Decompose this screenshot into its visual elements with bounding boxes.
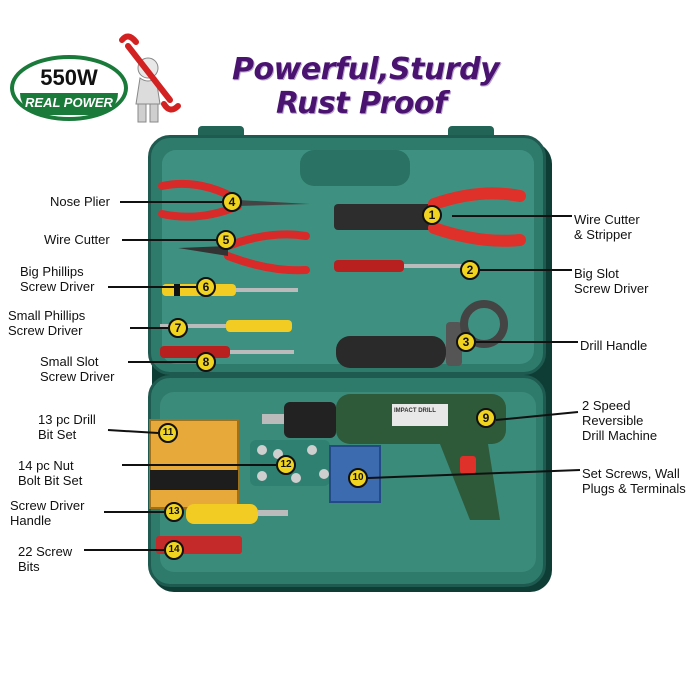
headline-powerful-sturdy: Powerful,Sturdy <box>232 52 500 87</box>
wire-stripper-tool <box>334 187 526 247</box>
callout-marker-10: 10 <box>348 468 368 488</box>
badge-wattage: 550W <box>40 65 98 90</box>
callout-marker-12: 12 <box>276 455 296 475</box>
impact-drill-tool <box>262 394 506 520</box>
callout-marker-8: 8 <box>196 352 216 372</box>
power-badge: 550W REAL POWER <box>10 55 128 121</box>
label-line: Screw Driver <box>8 323 83 338</box>
callout-marker-2: 2 <box>460 260 480 280</box>
label-drill-bit-set: 13 pc Drill Bit Set <box>38 412 96 442</box>
label-nose-plier: Nose Plier <box>50 194 110 209</box>
label-line: Screw Driver <box>40 369 115 384</box>
label-line: & Stripper <box>574 227 632 242</box>
label-line: 2 Speed <box>582 398 631 413</box>
label-line: Handle <box>10 513 52 528</box>
label-line: Bit Set <box>38 427 77 442</box>
label-line: Set Screws, Wall <box>582 466 680 481</box>
label-line: 14 pc Nut <box>18 458 74 473</box>
callout-marker-14: 14 <box>164 540 184 560</box>
label-line: Wire Cutter <box>574 212 640 227</box>
badge-band <box>20 93 118 115</box>
label-wire-stripper: Wire Cutter & Stripper <box>574 212 640 242</box>
label-screwdriver-handle: Screw Driver Handle <box>10 498 84 528</box>
label-line: Big Slot <box>574 266 619 281</box>
label-line: Small Slot <box>40 354 99 369</box>
label-nut-bolt-bits: 14 pc Nut Bolt Bit Set <box>18 458 82 488</box>
label-wire-cutter: Wire Cutter <box>44 232 110 247</box>
screwdriver-handle-tool <box>186 504 288 524</box>
label-line: 13 pc Drill <box>38 412 96 427</box>
label-line: Drill Machine <box>582 428 658 443</box>
drill-model-label: IMPACT DRILL <box>394 408 436 414</box>
label-line: Big Phillips <box>20 264 84 279</box>
label-line: Wire Cutter <box>44 232 110 247</box>
label-line: Screw Driver <box>20 279 95 294</box>
headline-rust-proof: Rust Proof <box>276 86 447 121</box>
label-line: Bolt Bit Set <box>18 473 83 488</box>
label-big-phillips: Big Phillips Screw Driver <box>20 264 94 294</box>
label-line: Reversible <box>582 413 644 428</box>
label-line: Screw Driver <box>574 281 649 296</box>
callout-marker-4: 4 <box>222 192 242 212</box>
callout-marker-7: 7 <box>168 318 188 338</box>
callout-marker-11: 11 <box>158 423 178 443</box>
label-small-phillips: Small Phillips Screw Driver <box>8 308 85 338</box>
callout-marker-1: 1 <box>422 205 442 225</box>
callout-marker-13: 13 <box>164 502 184 522</box>
small-phillips-screwdriver-tool <box>160 320 292 332</box>
label-drill-machine: 2 Speed Reversible Drill Machine <box>582 398 657 443</box>
label-line: Plugs & Terminals <box>582 481 686 496</box>
callout-marker-9: 9 <box>476 408 496 428</box>
callout-marker-5: 5 <box>216 230 236 250</box>
label-line: Small Phillips <box>8 308 86 323</box>
callout-marker-3: 3 <box>456 332 476 352</box>
callout-marker-6: 6 <box>196 277 216 297</box>
case-handle-recess <box>300 150 410 186</box>
label-drill-handle: Drill Handle <box>580 338 647 353</box>
wire-cutter-tool <box>178 230 310 275</box>
label-line: Bits <box>18 559 40 574</box>
label-line: Nose Plier <box>50 194 110 209</box>
label-line: Drill Handle <box>580 338 648 353</box>
drill-handle-tool <box>336 300 508 368</box>
label-line: 22 Screw <box>18 544 73 559</box>
label-screw-bits: 22 Screw Bits <box>18 544 72 574</box>
label-small-slot: Small Slot Screw Driver <box>40 354 114 384</box>
badge-caption: REAL POWER <box>25 95 113 110</box>
big-slot-screwdriver-tool <box>334 260 468 272</box>
label-big-slot: Big Slot Screw Driver <box>574 266 648 296</box>
label-line: Screw Driver <box>10 498 85 513</box>
label-screws-plugs: Set Screws, Wall Plugs & Terminals <box>582 466 686 496</box>
